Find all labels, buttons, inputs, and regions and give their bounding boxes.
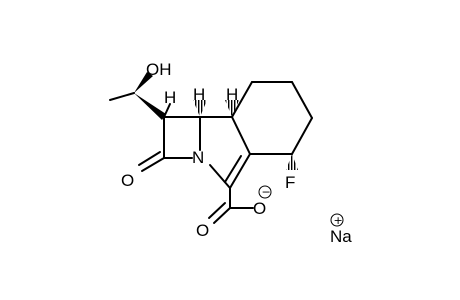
bond-ring-3 bbox=[291, 81, 313, 119]
bond-methyl bbox=[109, 92, 135, 101]
bond-c4-c3-inner bbox=[224, 155, 242, 183]
bond-c7-h bbox=[163, 103, 171, 118]
charge-plus-sodium: + bbox=[334, 214, 343, 227]
bond-ring-4 bbox=[291, 117, 313, 155]
charge-circle-carboxylate bbox=[258, 185, 272, 199]
wedge-bond-side-chain bbox=[134, 93, 166, 120]
hash-bond-ring-h bbox=[225, 100, 239, 117]
hash-bond-bridge-h bbox=[193, 100, 207, 117]
bond-carbonyl-1 bbox=[141, 157, 165, 172]
bond-carboxyl-o-double-2 bbox=[208, 202, 226, 219]
atom-label-h-side: H bbox=[164, 88, 176, 107]
bond-ring-1 bbox=[231, 81, 253, 118]
bond-c4-c3-double bbox=[229, 153, 251, 189]
atom-label-sodium: Na bbox=[330, 227, 352, 246]
atom-label-carboxyl-o-double: O bbox=[196, 221, 209, 240]
charge-minus-carboxylate: − bbox=[262, 186, 271, 199]
charge-circle-sodium bbox=[330, 213, 344, 227]
bond-carbonyl-2 bbox=[138, 151, 161, 166]
atom-label-h-bridge: H bbox=[193, 85, 205, 104]
atom-label-h-ring: H bbox=[226, 85, 238, 104]
atom-label-carboxyl-o-single: O bbox=[253, 199, 266, 218]
hash-bond-fluorine bbox=[286, 154, 298, 170]
bond-c5-c4 bbox=[231, 116, 251, 155]
atom-label-fluorine: F bbox=[285, 173, 295, 192]
atom-label-nitrogen: N bbox=[192, 148, 204, 167]
atom-label-carbonyl-o: O bbox=[121, 171, 134, 190]
atom-label-oh: OH bbox=[146, 60, 172, 79]
bond-carboxyl-o-double-1 bbox=[213, 207, 231, 224]
wedge-bond-oh bbox=[134, 72, 153, 93]
bond-c3-n bbox=[209, 164, 231, 189]
